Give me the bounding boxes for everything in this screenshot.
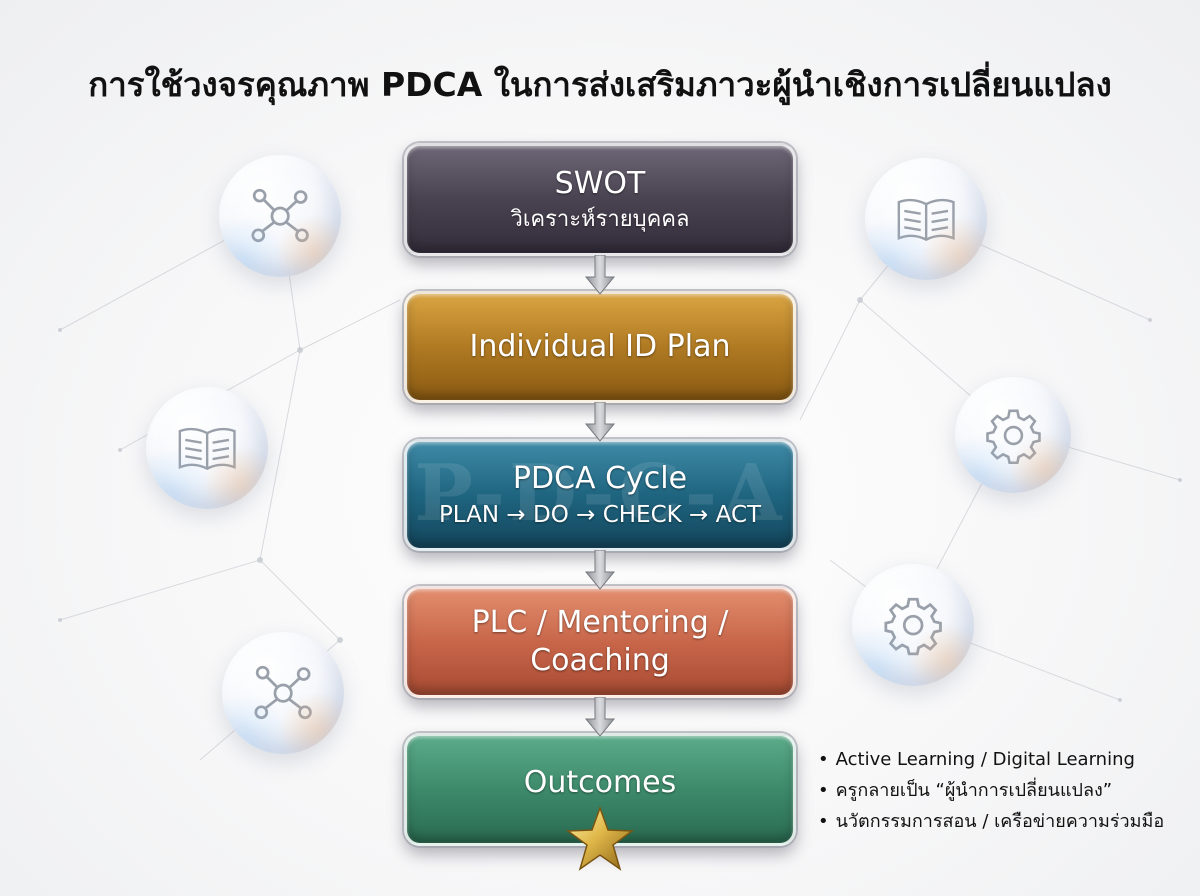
gear-icon xyxy=(852,564,974,686)
step-swot-title: SWOT xyxy=(554,165,646,201)
outcome-item: Active Learning / Digital Learning xyxy=(818,744,1164,775)
outcomes-list: Active Learning / Digital Learning ครูกล… xyxy=(818,744,1165,837)
step-pdca-cycle: P-D-C-A PDCA Cycle PLAN → DO → CHECK → A… xyxy=(404,439,796,551)
step-swot-subtitle: วิเคราะห์รายบุคคล xyxy=(510,206,690,232)
step-pdca-title: PDCA Cycle xyxy=(512,461,688,496)
page-title: การใช้วงจรคุณภาพ PDCA ในการส่งเสริมภาวะผ… xyxy=(88,65,1112,104)
step-swot: SWOT วิเคราะห์รายบุคคล xyxy=(404,143,796,256)
book-icon xyxy=(865,158,987,280)
star-icon xyxy=(566,806,634,871)
arrow-down-icon xyxy=(584,402,616,442)
arrow-down-icon xyxy=(584,255,616,295)
arrow-down-icon xyxy=(584,550,616,590)
outcome-item: ครูกลายเป็น “ผู้นำการเปลี่ยนแปลง” xyxy=(818,775,1164,806)
network-icon xyxy=(222,632,344,754)
step-plc-title-line1: PLC / Mentoring / xyxy=(471,605,729,640)
arrow-down-icon xyxy=(584,697,616,737)
outcome-item: นวัตกรรมการสอน / เครือข่ายความร่วมมือ xyxy=(818,806,1165,837)
book-icon xyxy=(146,387,268,509)
step-id-plan-title: Individual ID Plan xyxy=(469,329,731,364)
network-icon xyxy=(219,155,341,277)
step-plc-mentoring-coaching: PLC / Mentoring / Coaching xyxy=(404,586,796,698)
step-pdca-subtitle: PLAN → DO → CHECK → ACT xyxy=(438,502,762,528)
gear-icon xyxy=(955,377,1071,493)
step-individual-id-plan: Individual ID Plan xyxy=(404,291,796,403)
step-outcomes-title: Outcomes xyxy=(523,764,677,800)
step-plc-title-line2: Coaching xyxy=(530,643,670,678)
